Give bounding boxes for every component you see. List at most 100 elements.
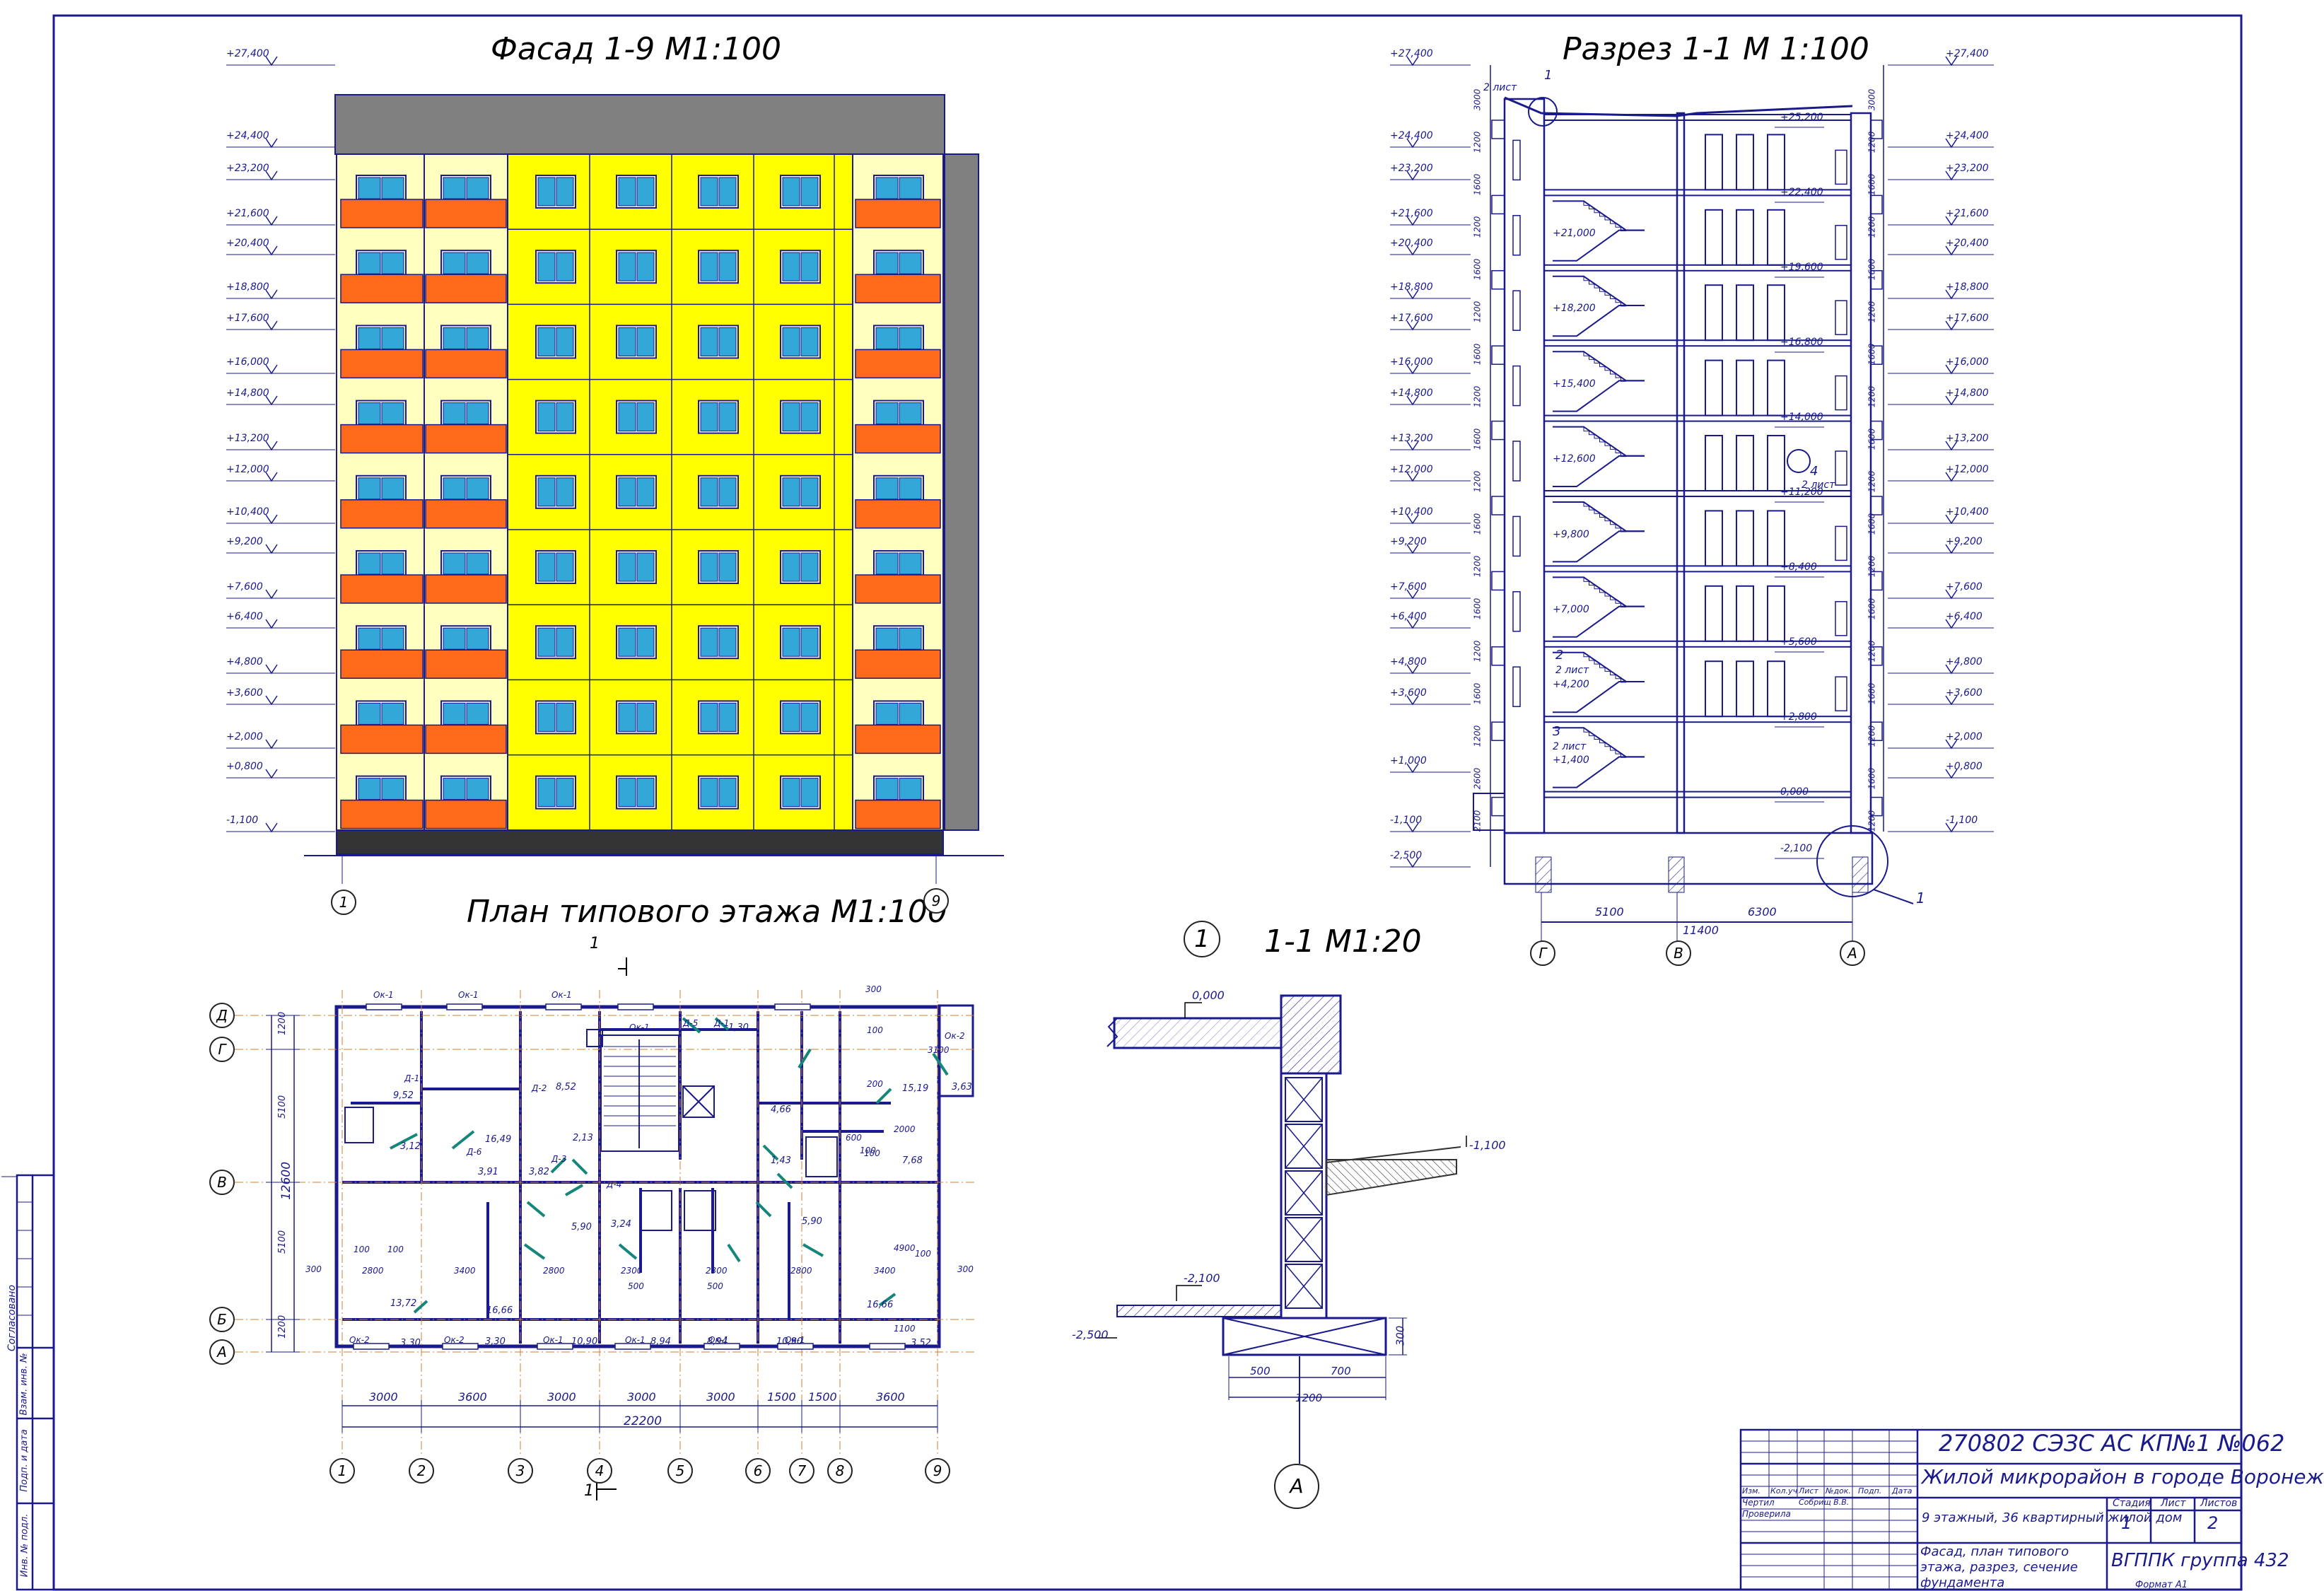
- door: [1767, 209, 1785, 266]
- section-level-stair: +15,400: [1553, 378, 1596, 390]
- floor-slab: [1543, 414, 1852, 422]
- section-level-interior: +2,800: [1780, 711, 1817, 723]
- section-doors: [1512, 134, 1847, 718]
- window-opening: [353, 1343, 390, 1350]
- door: [1736, 359, 1754, 416]
- plan-left-dim: 1200: [277, 1315, 288, 1339]
- door-swing: [878, 1293, 897, 1307]
- foundation-block: [1285, 1170, 1323, 1216]
- section-level-right: +18,800: [1946, 281, 1989, 293]
- section-callout-1-num: 1: [1544, 68, 1553, 83]
- plan-axis-row: А: [209, 1339, 235, 1365]
- section-level-right: +3,600: [1946, 687, 1983, 699]
- plan-misc-dim: 100: [387, 1245, 404, 1254]
- plan-doors: [390, 1017, 949, 1314]
- section-dim-right: 1600: [1867, 343, 1877, 366]
- sanitary-unit: [586, 1029, 603, 1047]
- plan-axis-col: 6: [745, 1458, 771, 1484]
- sanitary-unit: [805, 1136, 838, 1177]
- plan-misc-dim: 3400: [454, 1266, 476, 1276]
- section-dim-left: 1200: [1472, 131, 1483, 153]
- plan-section-marker-bottom: 1: [584, 1482, 594, 1500]
- door: [1767, 510, 1785, 567]
- tb-stage-h3: Листов: [2200, 1498, 2238, 1509]
- plan-misc-dim: 500: [628, 1281, 644, 1291]
- detail-footing: [1222, 1317, 1387, 1356]
- foundation-block: [1285, 1077, 1323, 1122]
- detail-block-wall: [1280, 1072, 1328, 1319]
- section-dim-left: 1600: [1472, 343, 1483, 366]
- plan-element-label: Ок-1: [629, 1022, 650, 1032]
- door: [1767, 660, 1785, 718]
- window-opening: [617, 1003, 654, 1010]
- section-level-interior: -2,100: [1780, 843, 1813, 854]
- sheet-frame: [52, 14, 2243, 1591]
- plan-misc-dim: 300: [865, 984, 882, 994]
- tb-role-1: Чертил: [1742, 1498, 1775, 1508]
- balcony: [855, 424, 941, 454]
- door: [1767, 435, 1785, 491]
- section-dim-left: 1600: [1472, 513, 1483, 535]
- door: [1767, 134, 1785, 191]
- facade-level-mark: +9,200: [226, 536, 263, 547]
- stair-flight: [1553, 380, 1645, 412]
- plan-element-label: Ок-1: [708, 1335, 729, 1345]
- section-dim-left: 2600: [1472, 767, 1483, 790]
- section-level-stair: +1,400: [1553, 754, 1589, 766]
- plan-room-area: 3,24: [611, 1219, 631, 1230]
- plan-room-area: 3,30: [485, 1336, 506, 1347]
- section-dim-right: 1600: [1867, 598, 1877, 620]
- plan-total: 22200: [624, 1414, 662, 1428]
- plan-axis-col: 3: [508, 1458, 533, 1484]
- plan-misc-dim: 300: [957, 1264, 974, 1274]
- section-dim-right: 1600: [1867, 682, 1877, 705]
- section-dim-right: 1600: [1867, 258, 1877, 281]
- section-level-left: +9,200: [1390, 536, 1427, 547]
- window-opening: [366, 1003, 402, 1010]
- plan-room-area: 13,72: [390, 1298, 417, 1309]
- plan-axes-lines: [219, 990, 976, 1457]
- plan-axis-col: 8: [827, 1458, 853, 1484]
- door: [1705, 134, 1723, 191]
- balcony: [340, 274, 424, 303]
- facade-windows: [356, 175, 924, 810]
- plan-misc-dim: 200: [867, 1079, 883, 1089]
- plan-room-area: 3,91: [478, 1167, 498, 1177]
- window-opening: [537, 1343, 573, 1350]
- section-node-marker: 1: [1916, 890, 1925, 907]
- section-level-left: -1,100: [1390, 815, 1423, 826]
- door-swing: [776, 1172, 793, 1189]
- section-callout-3-num: 3: [1553, 724, 1561, 739]
- plan-axis-row: Б: [209, 1307, 235, 1332]
- door-swing: [755, 1201, 772, 1218]
- section-dim-2: 6300: [1748, 905, 1777, 919]
- balcony: [855, 574, 941, 604]
- window-opening: [614, 1343, 651, 1350]
- section-basement: [1503, 832, 1874, 885]
- section-callout-4-num: 4: [1810, 464, 1818, 479]
- balcony: [855, 499, 941, 529]
- balcony: [425, 199, 507, 228]
- plan-misc-dim: 500: [707, 1281, 723, 1291]
- plan-room-area: 16,49: [485, 1134, 512, 1145]
- detail-title: 1-1 М1:20: [1264, 923, 1422, 960]
- section-level-right: +24,400: [1946, 130, 1989, 141]
- section-level-left: +6,400: [1390, 611, 1427, 622]
- door: [1736, 209, 1754, 266]
- window-opening: [703, 1343, 740, 1350]
- tb-head-2: Кол.уч: [1770, 1486, 1798, 1496]
- facade-right-side: [944, 153, 979, 831]
- section-level-left: +20,400: [1390, 238, 1433, 249]
- section-dim-left: 1600: [1472, 258, 1483, 281]
- stamp-cell-3: Взам. инв. №: [18, 1353, 30, 1416]
- detail-level-2: -2,100: [1184, 1271, 1220, 1285]
- tb-author: Собрищ В.В.: [1799, 1498, 1850, 1507]
- balcony: [425, 799, 507, 829]
- floor-slab: [1543, 640, 1852, 648]
- tb-head-3: Лист: [1799, 1486, 1818, 1496]
- door: [1705, 435, 1723, 491]
- section-callout-2-num: 2: [1555, 648, 1564, 663]
- detail-level-1: -1,100: [1469, 1138, 1506, 1152]
- stair-flight: [1553, 351, 1645, 382]
- section-level-left: +4,800: [1390, 656, 1427, 668]
